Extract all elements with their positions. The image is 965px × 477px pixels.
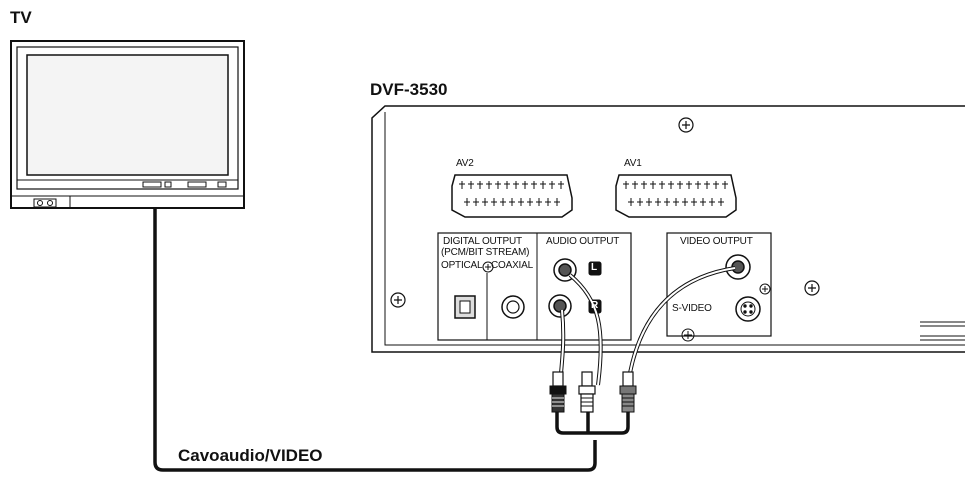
rca-plug-video [619, 371, 637, 413]
tv-jack [47, 200, 53, 206]
tv-button [217, 181, 227, 188]
svideo-label: S-VIDEO [672, 303, 712, 314]
tv-button [142, 181, 162, 188]
right-badge-text: R [591, 300, 599, 311]
rca-plug-right [549, 371, 567, 413]
audio-left-jack [553, 258, 577, 282]
optical-label: OPTICAL [441, 260, 483, 271]
video-output-panel [666, 232, 772, 342]
digital-output-subtitle: (PCM/BIT STREAM) [441, 247, 530, 258]
audio-right-jack [548, 294, 572, 318]
video-output-title: VIDEO OUTPUT [680, 236, 753, 247]
digital-output-title: DIGITAL OUTPUT [443, 236, 522, 247]
scart-av2-label: AV2 [456, 158, 474, 169]
screw-icon [804, 280, 820, 296]
device-model-label: DVF-3530 [370, 80, 448, 99]
left-badge-text: L [591, 262, 597, 273]
device-rear-panel [371, 105, 965, 353]
screw-icon [390, 292, 406, 308]
tv-button [164, 181, 172, 188]
tv-label: TV [10, 8, 32, 27]
screw-icon [678, 117, 694, 133]
coaxial-jack [501, 295, 525, 319]
left-channel-badge [588, 261, 602, 276]
screw-icon [482, 261, 494, 273]
tv-button [187, 181, 207, 188]
cable-label: Cavoaudio/VIDEO [178, 446, 323, 465]
scart-av1-connector [615, 174, 737, 218]
tv-jack [37, 200, 43, 206]
svideo-jack [735, 296, 761, 322]
screw-icon [759, 283, 771, 295]
tv-bezel [16, 46, 239, 190]
tv-screen [26, 54, 229, 176]
scart-av1-label: AV1 [624, 158, 642, 169]
audio-video-cable [153, 208, 736, 472]
video-jack [725, 254, 751, 280]
screw-icon [681, 328, 695, 342]
rca-plug-left [578, 371, 596, 413]
coaxial-label: COAXIAL [491, 260, 533, 271]
audio-output-title: AUDIO OUTPUT [546, 236, 620, 247]
scart-av2-connector [451, 174, 573, 218]
cable-main-run [153, 208, 597, 472]
tv-set [10, 40, 245, 209]
cable-split [555, 408, 630, 435]
